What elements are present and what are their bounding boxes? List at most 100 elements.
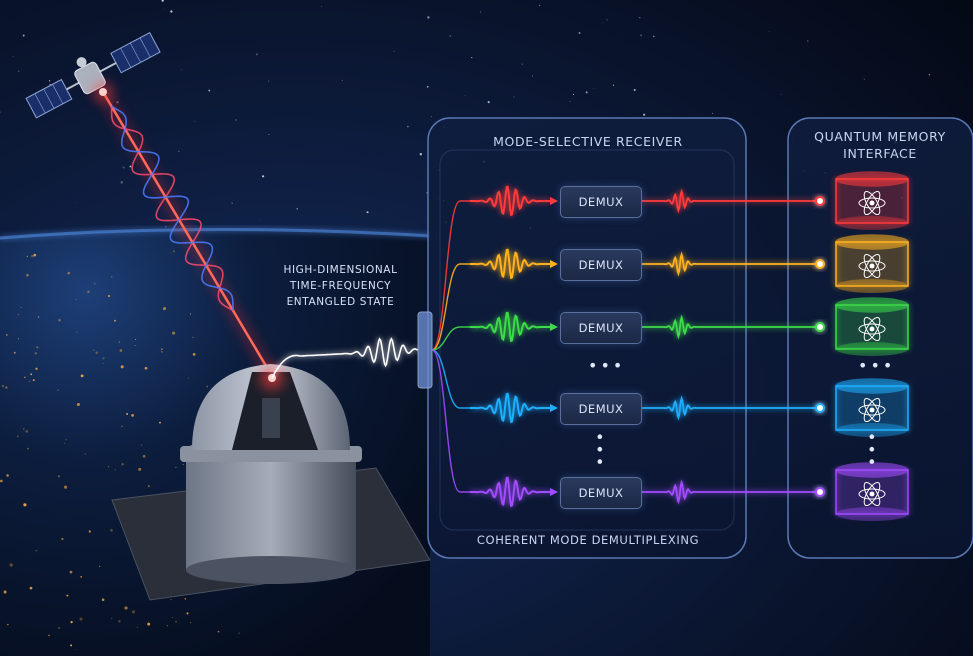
city-light [26, 255, 28, 258]
star [640, 34, 643, 37]
city-light [13, 351, 16, 354]
satellite-icon [25, 31, 161, 119]
star [513, 96, 515, 98]
channel-node-5 [815, 487, 825, 497]
memory-cell-5 [835, 462, 909, 521]
star [129, 165, 132, 168]
city-light [25, 430, 29, 433]
star [863, 78, 865, 80]
city-light [192, 336, 194, 338]
star [480, 11, 482, 13]
city-light [76, 331, 78, 333]
star [780, 94, 782, 96]
channel-output-line-1 [642, 188, 820, 214]
city-light [87, 290, 90, 294]
input-coupler [417, 311, 433, 389]
city-light [188, 377, 189, 379]
city-light [1, 384, 5, 388]
channel-arrow-5 [550, 488, 558, 496]
channel-node-4 [815, 403, 825, 413]
city-light [148, 485, 150, 487]
channel-branch-1 [431, 200, 470, 351]
city-light [58, 318, 61, 322]
star [161, 0, 164, 2]
laser-beam [101, 91, 274, 377]
star [321, 5, 323, 7]
ellipsis-demux: ••• [588, 356, 626, 375]
star [393, 50, 395, 52]
earth-atmosphere [0, 227, 431, 240]
city-light [6, 474, 9, 477]
city-light [120, 365, 124, 369]
city-light [88, 530, 91, 533]
city-light [172, 617, 174, 619]
star [427, 16, 430, 19]
city-light [189, 313, 192, 315]
city-light [161, 348, 163, 350]
memory-cell-3 [835, 297, 909, 356]
star [426, 86, 429, 88]
city-light [26, 273, 29, 277]
city-light [37, 316, 40, 318]
city-light [170, 598, 172, 601]
channel-output-line-2 [642, 251, 820, 277]
city-light [34, 352, 38, 355]
star [807, 40, 809, 42]
city-light [131, 610, 136, 614]
demux-box-4: DEMUX [560, 393, 642, 425]
channel-arrow-2 [550, 260, 558, 268]
memory-title: QUANTUM MEMORY INTERFACE [790, 128, 970, 162]
channel-branch-2 [431, 263, 470, 351]
channel-wavepacket-1 [470, 185, 552, 217]
city-light [99, 565, 101, 567]
star [208, 89, 211, 92]
star [531, 75, 533, 77]
star [606, 19, 608, 21]
city-light [3, 590, 7, 594]
star [612, 84, 615, 86]
city-light [17, 338, 20, 340]
star [419, 153, 422, 156]
city-light [22, 428, 25, 430]
city-light [23, 503, 27, 507]
city-light [118, 341, 120, 343]
city-light [80, 575, 83, 578]
city-light [17, 435, 19, 437]
city-light [35, 367, 38, 370]
city-light [107, 294, 111, 298]
star [12, 55, 14, 57]
city-light [64, 442, 65, 444]
city-light [182, 463, 184, 466]
star [48, 80, 51, 82]
city-light [126, 413, 129, 415]
star [366, 211, 369, 214]
entangled-helix-blue [111, 105, 234, 311]
city-light [147, 622, 151, 626]
city-light [134, 345, 136, 346]
city-light [30, 254, 34, 258]
city-light [93, 282, 96, 285]
demux-box-5: DEMUX [560, 477, 642, 509]
channel-node-1 [815, 196, 825, 206]
star [255, 53, 258, 56]
city-light [102, 357, 105, 360]
channel-wavepacket-2 [470, 248, 552, 280]
star [231, 202, 233, 205]
channel-arrow-3 [550, 323, 558, 331]
city-light [28, 380, 30, 382]
star [407, 125, 409, 128]
star [712, 112, 714, 114]
city-light [24, 376, 26, 378]
ellipsis-memory: ••• [858, 356, 896, 375]
receiver-title: MODE-SELECTIVE RECEIVER [493, 134, 683, 149]
star [262, 175, 265, 178]
city-light [169, 252, 171, 254]
star [0, 111, 1, 113]
star [180, 69, 182, 71]
city-light [124, 606, 128, 610]
city-light [0, 479, 3, 483]
channel-wavepacket-3 [470, 311, 552, 343]
city-light [135, 338, 137, 340]
state-line3: ENTANGLED STATE [286, 296, 395, 308]
channel-lines [431, 171, 909, 521]
